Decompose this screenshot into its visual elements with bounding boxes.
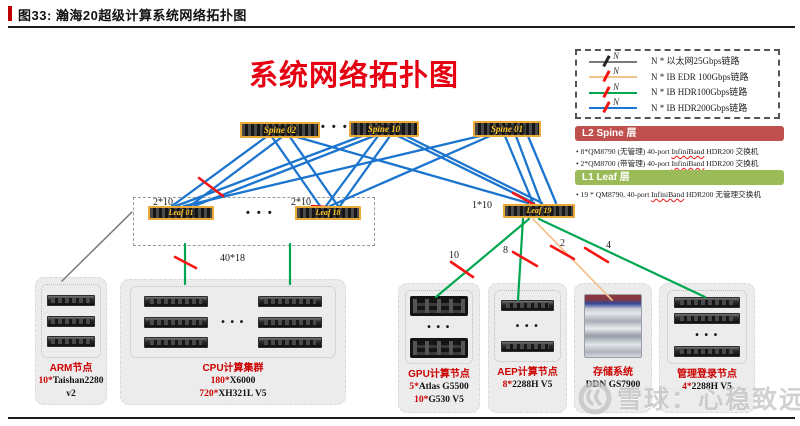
node-spec: DDN GS7900 — [585, 380, 641, 390]
server-icon — [674, 346, 740, 358]
spine-switch-label: Spine 02 — [261, 124, 299, 135]
gpu-server-icon — [409, 296, 469, 317]
server-icon-group — [40, 284, 102, 358]
leaf-switch-19: Leaf 19 — [503, 204, 575, 218]
node-gpu: • • • GPU计算节点 5*Atlas G5500 10*G530 V5 — [398, 283, 480, 413]
spine-switch-02: Spine 02 — [240, 122, 320, 138]
node-title: ARM节点 — [49, 363, 93, 374]
storage-array-icon — [583, 294, 643, 358]
node-spec: 4*2288H V5 — [682, 382, 732, 392]
server-icon — [46, 294, 96, 306]
node-title: CPU计算集群 — [202, 363, 264, 374]
node-mgmt-login: • • • 管理登录节点 4*2288H V5 — [659, 283, 755, 413]
node-title: 管理登录节点 — [677, 369, 737, 380]
node-spec: 720*XH321L V5 — [199, 388, 267, 399]
legend-label: N * IB HDR200Gbps链路 — [651, 102, 748, 113]
leaf-switch-18: Leaf 18 — [295, 206, 361, 220]
leaf-switch-label: Leaf 19 — [524, 206, 554, 215]
legend-row: N N * IB HDR200Gbps链路 — [577, 97, 778, 115]
node-storage: 存储系统 DDN GS7900 — [574, 283, 652, 413]
node-spec: 180*X6000 — [210, 376, 256, 386]
ethernet-gray-link — [61, 211, 133, 282]
server-icon — [674, 296, 740, 308]
spine-switch-label: Spine 01 — [488, 123, 526, 134]
spine-switch-label: Spine 10 — [365, 123, 403, 134]
caption-accent-bar — [8, 6, 12, 21]
legend-row: N N * IB EDR 100Gbps链路 — [577, 66, 778, 84]
figure-caption: 图33: 瀚海20超级计算系统网络拓扑图 — [18, 8, 247, 23]
legend-row: N N * 以太网25Gbps链路 — [577, 51, 778, 68]
spine-layer-header: L2 Spine 层 — [575, 126, 784, 141]
spine-layer-bullet: • 8*QM8790 (无管理) 40-port InfiniBand HDR2… — [576, 147, 759, 156]
diagram-title: 系统网络拓扑图 — [248, 60, 459, 92]
gpu-server-icon — [409, 337, 469, 358]
node-spec: 8*2288H V5 — [502, 380, 553, 390]
server-ellipsis: • • • — [427, 321, 451, 333]
server-icon — [500, 340, 555, 352]
link-count-leaf01: 2*10 — [153, 197, 173, 208]
node-title: 存储系统 — [593, 367, 633, 378]
node-aep: • • • AEP计算节点 8*2288H V5 — [488, 283, 567, 413]
server-icon — [258, 316, 322, 328]
link-count-cpu: 40*18 — [220, 253, 245, 264]
server-icon — [674, 313, 740, 325]
server-icon — [144, 296, 208, 308]
server-icon — [144, 336, 208, 348]
node-arm: ARM节点 10*Taishan2280 v2 — [35, 277, 107, 405]
link-count-gpu: 10 — [449, 250, 459, 261]
spine-switch-01: Spine 01 — [473, 121, 541, 137]
watermark: 雪球：心稳致远 — [577, 380, 800, 416]
spine-layer-bullet: • 2*QM8700 (带管理) 40-port InfiniBand HDR2… — [576, 159, 759, 168]
server-icon — [46, 336, 96, 348]
server-icon-group — [580, 290, 645, 362]
leaf-ellipsis: • • • — [246, 207, 274, 219]
server-column — [245, 287, 335, 357]
node-cpu-cluster: • • • CPU计算集群 180*X6000 720*XH321L V5 — [120, 279, 346, 405]
gray-line-icon: N — [577, 51, 641, 68]
server-ellipsis: • • • — [515, 320, 540, 332]
link-count-storage: 2 — [560, 238, 565, 249]
orange-line-icon: N — [577, 66, 641, 83]
node-title: AEP计算节点 — [497, 367, 558, 378]
server-icon-group: • • • — [404, 290, 474, 364]
link-count-leaf19: 1*10 — [472, 200, 492, 211]
leaf-switch-label: Leaf 01 — [166, 208, 196, 217]
snowball-logo-icon — [578, 381, 612, 415]
node-spec: 5*Atlas G5500 — [409, 382, 469, 392]
leaf-switch-label: Leaf 18 — [313, 208, 343, 217]
leaf-layer-header: L1 Leaf 层 — [575, 170, 784, 185]
spine-switch-10: Spine 10 — [349, 121, 419, 137]
link-count-aep: 8 — [503, 245, 508, 256]
server-icon-group: • • • — [129, 286, 337, 358]
node-title: GPU计算节点 — [408, 369, 470, 380]
legend-row: N N * IB HDR100Gbps链路 — [577, 82, 778, 99]
leaf-switch-01: Leaf 01 — [148, 206, 214, 220]
bottom-divider — [8, 417, 795, 419]
server-icon — [500, 300, 555, 312]
node-spec: v2 — [66, 388, 76, 399]
server-icon — [258, 336, 322, 348]
blue-line-icon: N — [577, 97, 641, 114]
server-ellipsis: • • • — [221, 316, 245, 328]
server-icon — [258, 296, 322, 308]
link-legend: N N * 以太网25Gbps链路 N N * IB EDR 100Gbps链路… — [575, 49, 780, 119]
green-line-icon: N — [577, 82, 641, 99]
legend-label: N * 以太网25Gbps链路 — [651, 56, 740, 67]
server-column — [131, 287, 221, 357]
server-ellipsis: • • • — [695, 329, 719, 341]
legend-label: N * IB HDR100Gbps链路 — [651, 87, 748, 98]
leaf-layer-bullet: • 19 * QM8790, 40-port InfiniBand HDR200… — [576, 190, 761, 199]
spine-ellipsis: • • • — [321, 121, 349, 133]
legend-label: N * IB EDR 100Gbps链路 — [651, 71, 749, 82]
server-icon — [144, 316, 208, 328]
server-icon-group: • • • — [494, 290, 561, 362]
node-spec: 10*Taishan2280 — [38, 376, 104, 386]
server-icon — [46, 315, 96, 327]
link-count-mgmt: 4 — [606, 240, 611, 251]
node-spec: 10*G530 V5 — [414, 394, 464, 405]
top-divider — [8, 26, 795, 28]
hdr200-blue-links — [170, 134, 558, 208]
watermark-text: 雪球：心稳致远 — [617, 386, 800, 414]
server-icon-group: • • • — [666, 290, 748, 364]
